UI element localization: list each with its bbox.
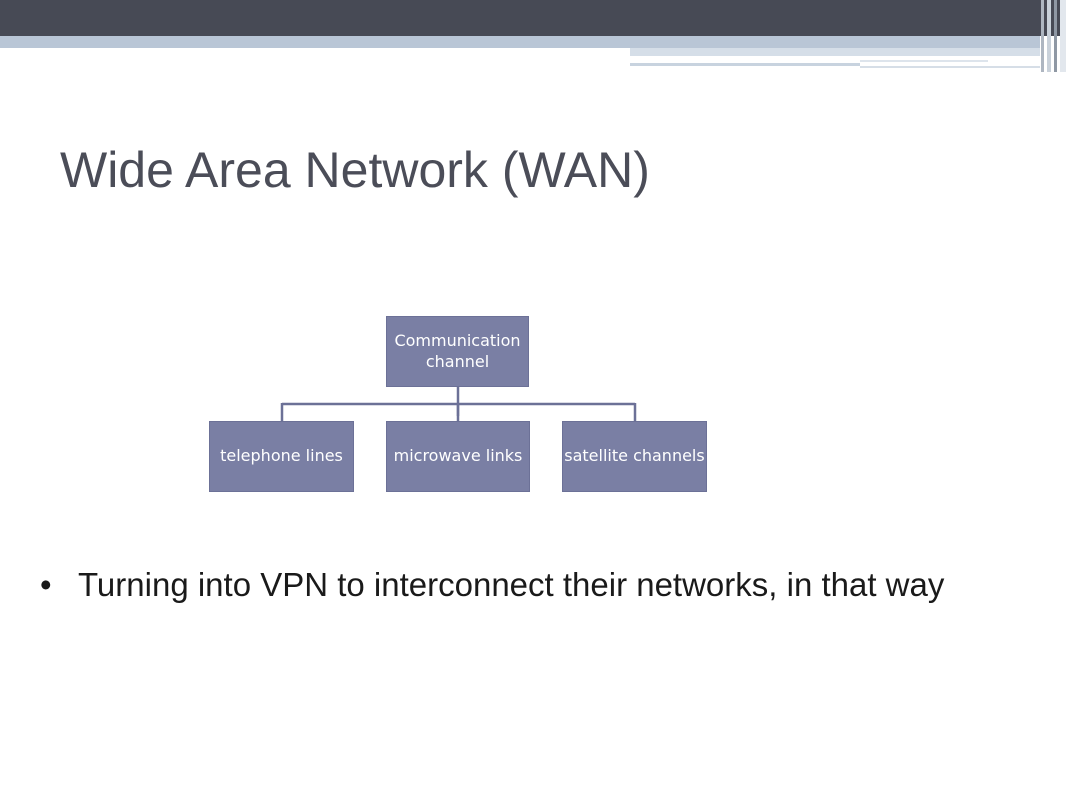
- bullet-item: • Turning into VPN to interconnect their…: [40, 566, 980, 605]
- header-accent-line: [860, 60, 988, 62]
- edge-stripe: [1054, 0, 1057, 72]
- node-communication-channel: Communication channel: [386, 316, 529, 387]
- header-light-band: [0, 36, 1040, 48]
- header-accent-line: [860, 66, 1040, 68]
- header-dark-band: [0, 0, 1066, 36]
- bullet-list: • Turning into VPN to interconnect their…: [40, 566, 980, 605]
- node-label: satellite channels: [564, 446, 705, 466]
- bullet-text: Turning into VPN to interconnect their n…: [78, 566, 945, 603]
- header-accent-line: [630, 63, 860, 66]
- node-label: telephone lines: [220, 446, 343, 466]
- node-label: microwave links: [393, 446, 523, 466]
- edge-stripe: [1047, 0, 1051, 72]
- header-accent-band: [630, 48, 1040, 56]
- edge-stripe: [1041, 0, 1044, 72]
- header-edge-stripes: [1036, 0, 1066, 72]
- edge-stripe: [1060, 0, 1066, 72]
- node-label: Communication channel: [394, 330, 521, 371]
- node-satellite-channels: satellite channels: [562, 421, 707, 492]
- node-microwave-links: microwave links: [386, 421, 530, 492]
- slide-title: Wide Area Network (WAN): [60, 142, 650, 198]
- bullet-marker: •: [40, 566, 52, 603]
- node-telephone-lines: telephone lines: [209, 421, 354, 492]
